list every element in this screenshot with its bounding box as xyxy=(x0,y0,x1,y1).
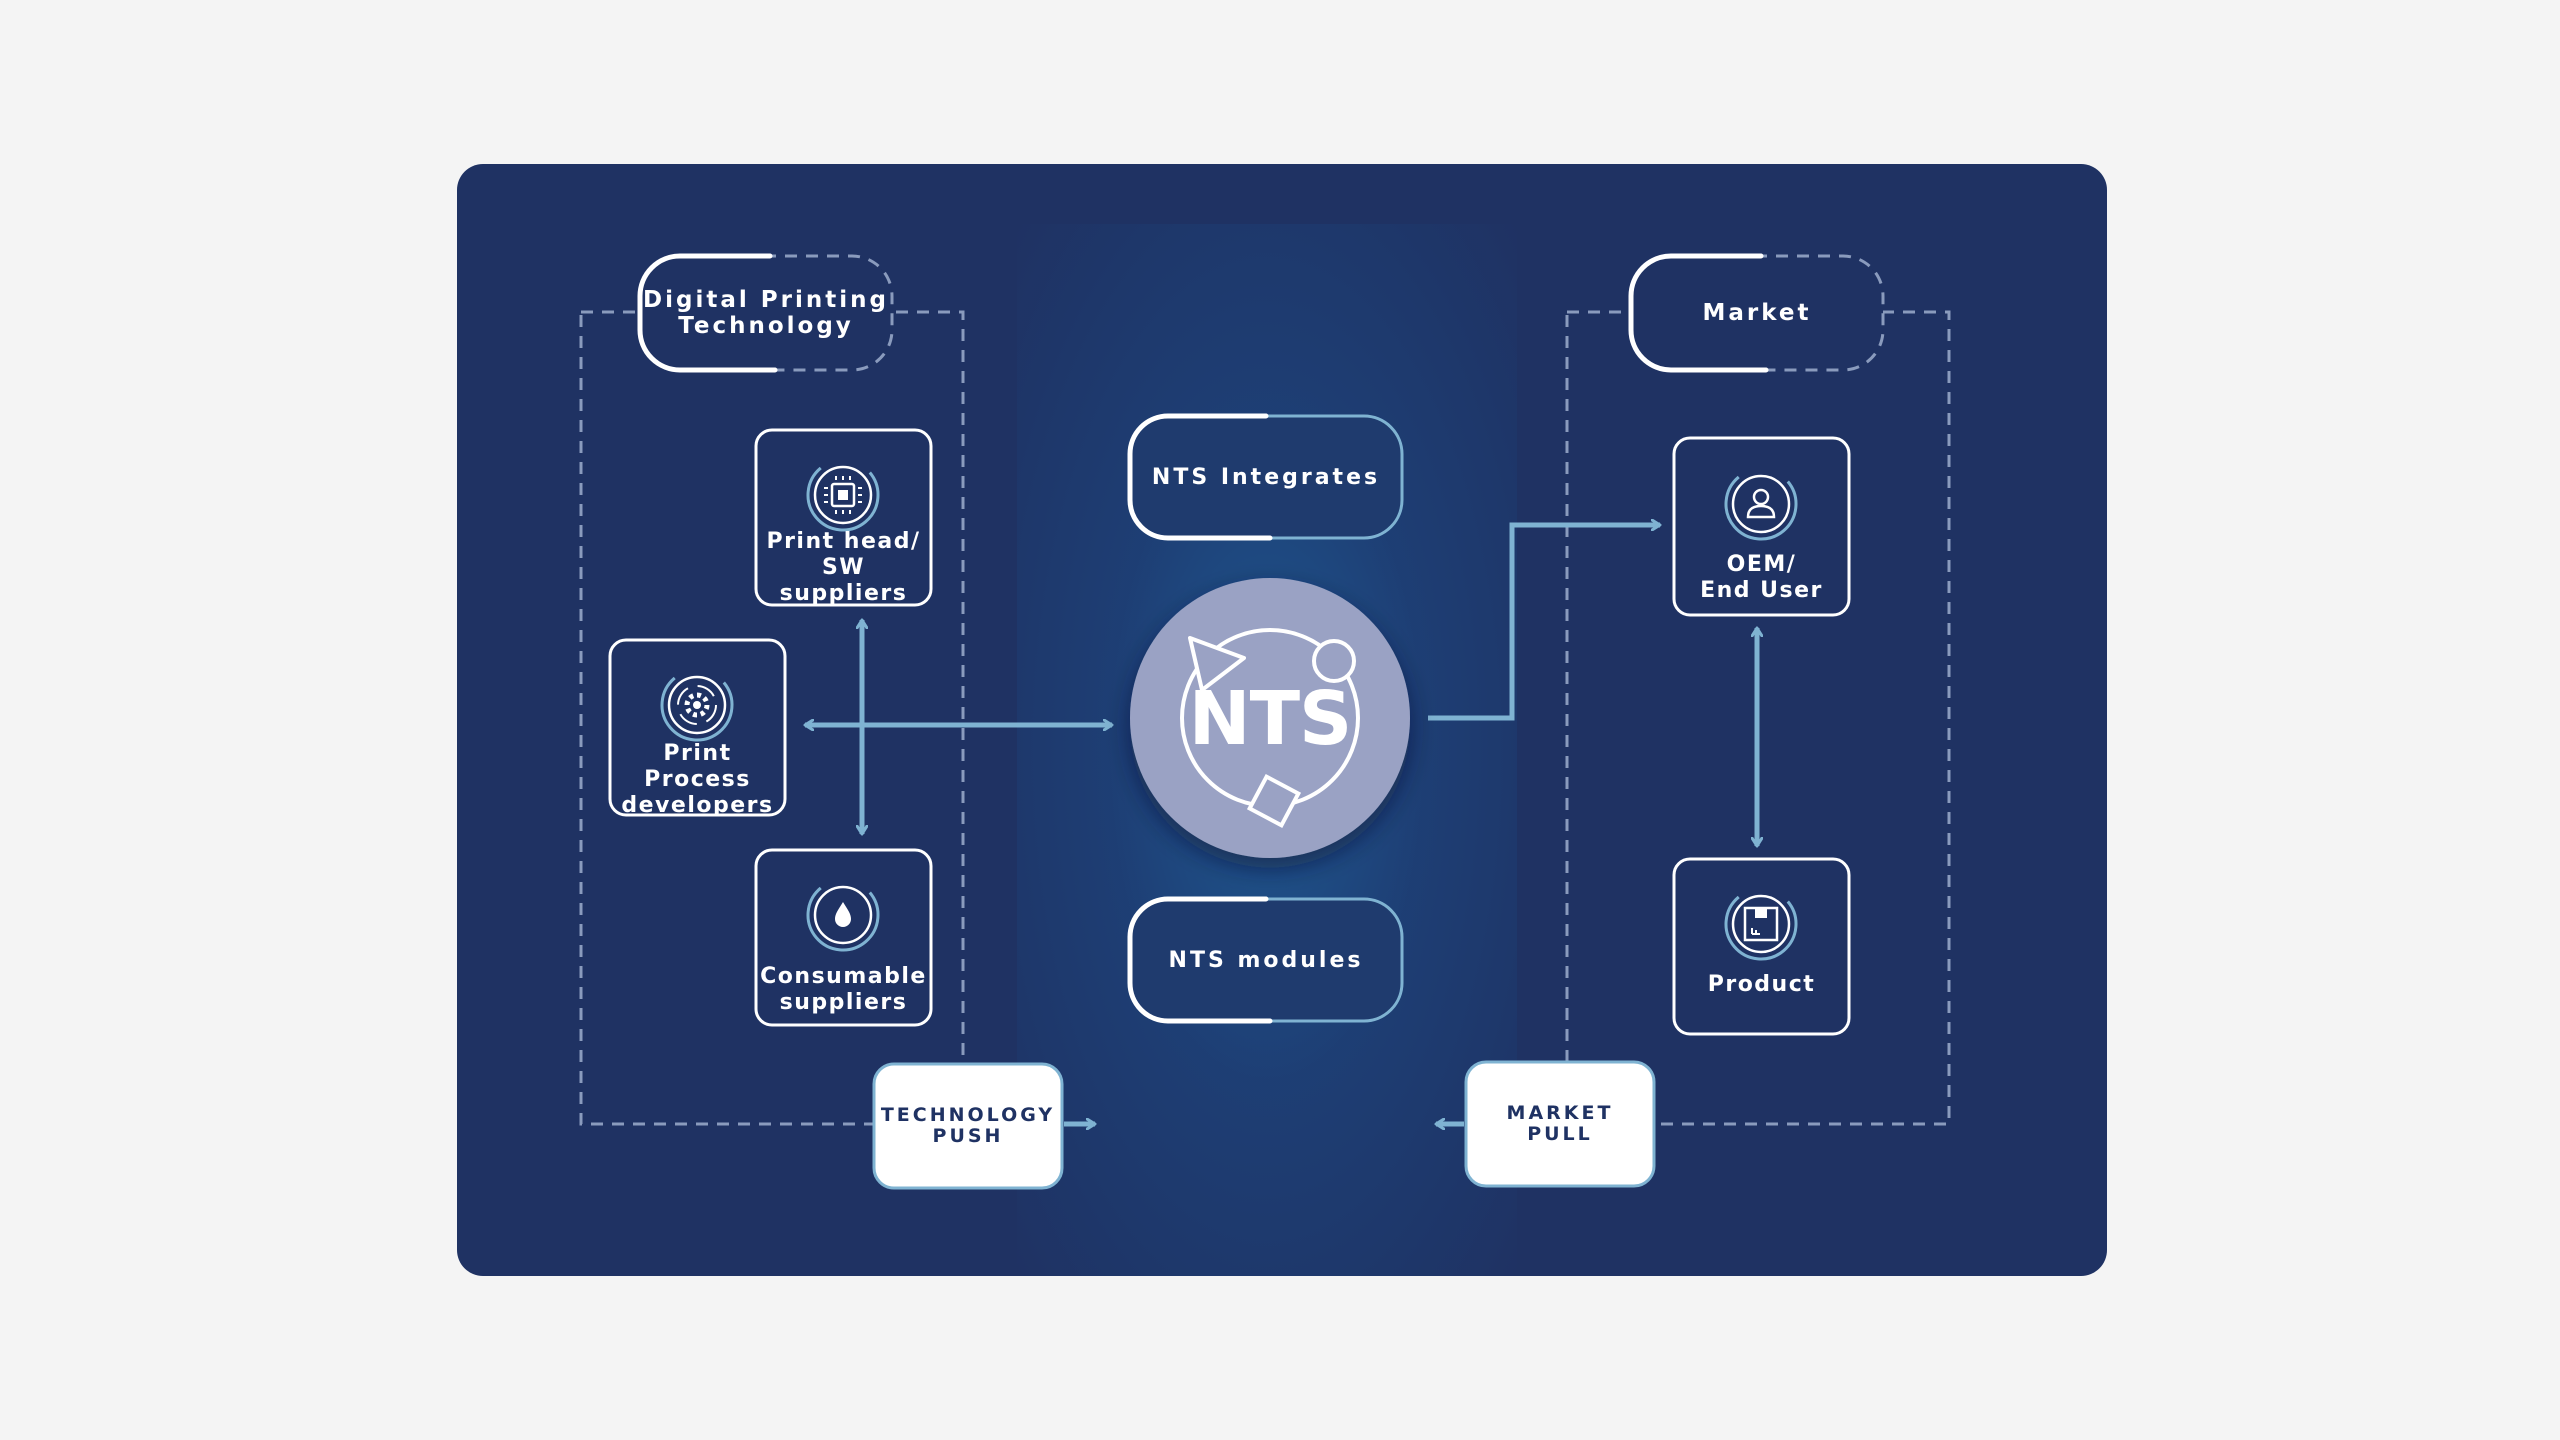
print-head-label: Print head/ SW suppliers xyxy=(766,529,921,606)
gear-icon xyxy=(660,668,734,742)
nts-logo xyxy=(1130,578,1410,858)
nts-modules-label: NTS modules xyxy=(1168,947,1364,973)
center-to-oem-arrow xyxy=(1428,525,1660,721)
logo-triangle xyxy=(1188,636,1246,692)
ink-drop-icon xyxy=(806,878,880,952)
logo-small-circle xyxy=(1312,639,1356,683)
technology-push-label[interactable]: TECHNOLOGY PUSH xyxy=(880,1104,1056,1147)
market-header-pill xyxy=(1628,253,1885,373)
nts-integrates-label: NTS Integrates xyxy=(1151,464,1381,490)
chip-icon xyxy=(806,458,880,532)
consumable-label: Consumable suppliers xyxy=(760,964,927,1015)
nts-modules-pill xyxy=(1127,896,1404,1024)
logo-square xyxy=(1246,773,1302,829)
product-label: Product xyxy=(1707,972,1816,997)
print-process-label: Print Process developers xyxy=(621,741,774,818)
technology-header-pill xyxy=(637,253,894,373)
technology-group-title: Digital Printing Technology xyxy=(643,287,889,339)
technology-push-button[interactable] xyxy=(872,1062,1064,1190)
box-icon xyxy=(1724,887,1798,961)
oem-label: OEM/ End User xyxy=(1700,552,1823,603)
market-pull-label[interactable]: MARKET PULL xyxy=(1506,1102,1614,1145)
market-pull-button[interactable] xyxy=(1464,1060,1656,1188)
nts-logo-text: NTS xyxy=(1188,676,1353,762)
nts-integrates-pill xyxy=(1127,413,1404,541)
user-icon xyxy=(1724,467,1798,541)
market-group-title: Market xyxy=(1702,300,1812,326)
